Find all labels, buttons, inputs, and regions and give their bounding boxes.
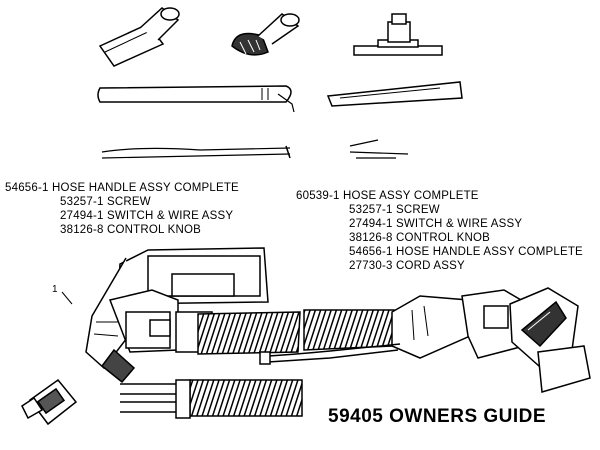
parts-right-item: 53257-1 SCREW [349, 204, 440, 216]
parts-right-item: 38126-8 CONTROL KNOB [349, 232, 490, 244]
dusting-brush [231, 13, 300, 56]
wand-wire-left [101, 145, 291, 159]
parts-left-item: 38126-8 CONTROL KNOB [60, 224, 201, 236]
extension-wand [97, 85, 295, 113]
parts-right-heading: 60539-1 HOSE ASSY COMPLETE [296, 190, 479, 202]
crevice-tool [326, 81, 463, 107]
power-cord [259, 343, 401, 365]
callout-leader [61, 291, 73, 305]
lower-connector [120, 379, 191, 419]
parts-right-item: 54656-1 HOSE HANDLE ASSY COMPLETE [349, 246, 583, 258]
parts-right-item: 27494-1 SWITCH & WIRE ASSY [349, 218, 523, 230]
callout-mark: 1 [52, 284, 58, 295]
upholstery-tool [98, 7, 180, 67]
floor-tool [353, 13, 443, 56]
parts-left-item: 53257-1 SCREW [60, 196, 151, 208]
ribbed-hose [189, 309, 395, 417]
parts-left-item: 27494-1 SWITCH & WIRE ASSY [60, 210, 234, 222]
hose-cuff-swivel [391, 287, 591, 393]
parts-left-heading: 54656-1 HOSE HANDLE ASSY COMPLETE [5, 182, 239, 194]
guide-title: 59405 OWNERS GUIDE [328, 406, 547, 427]
switch-plate [21, 378, 78, 426]
wand-wire-right [349, 139, 409, 159]
parts-right-item: 27730-3 CORD ASSY [349, 260, 465, 272]
